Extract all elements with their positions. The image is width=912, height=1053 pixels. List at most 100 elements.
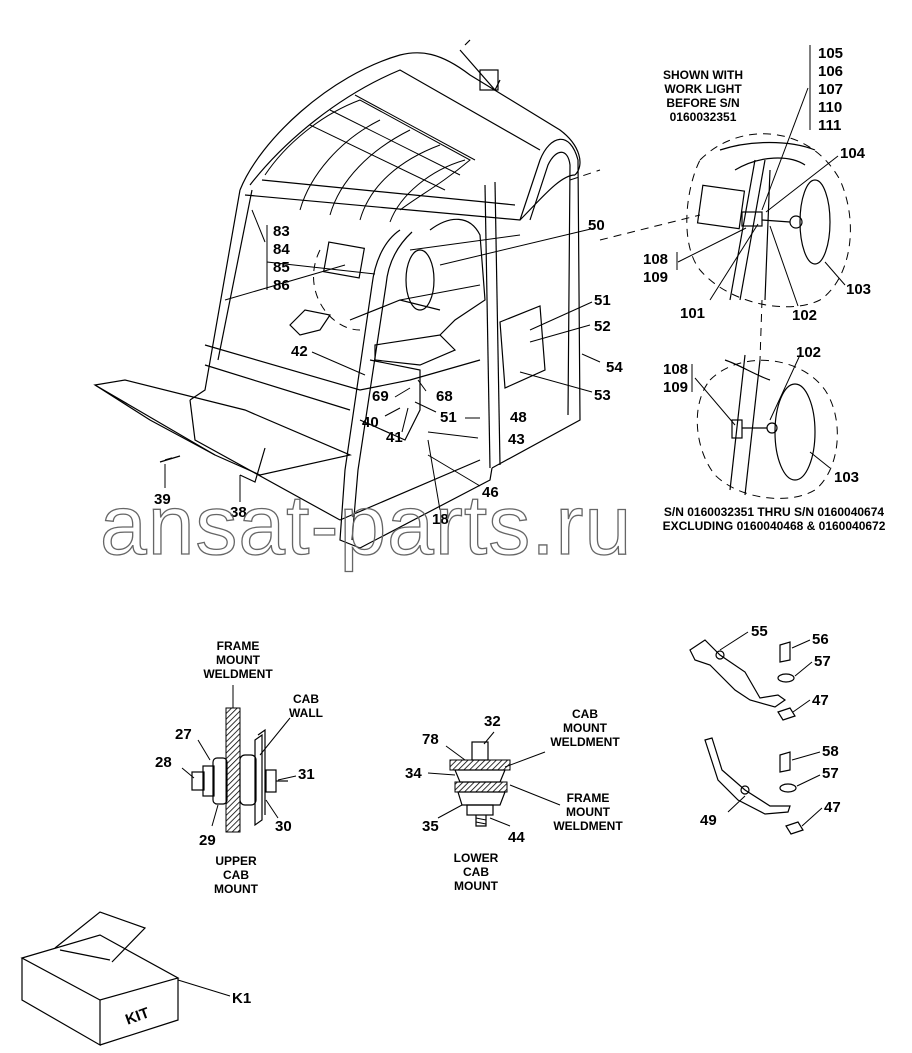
callout-32: 32 (484, 713, 501, 730)
callout-28: 28 (155, 754, 172, 771)
note-line: S/N 0160032351 THRU S/N 0160040674 (664, 505, 884, 519)
callout-86: 86 (273, 277, 290, 294)
strap-49-drawing (704, 737, 804, 835)
callout-58: 58 (822, 743, 839, 760)
cab-wall-note: CAB WALL (289, 692, 323, 720)
note-line: MOUNT (566, 805, 611, 819)
callout-K1: K1 (232, 990, 251, 1007)
callout-55: 55 (751, 623, 768, 640)
callout-56: 56 (812, 631, 829, 648)
callout-109: 109 (663, 379, 688, 396)
callout-44: 44 (508, 829, 525, 846)
callout-52: 52 (594, 318, 611, 335)
callout-104: 104 (840, 145, 866, 162)
callout-68: 68 (436, 388, 453, 405)
cab-assembly-drawing (189, 39, 701, 549)
callout-48: 48 (510, 409, 527, 426)
callout-49: 49 (700, 812, 717, 829)
callout-54: 54 (606, 359, 623, 376)
callout-18: 18 (432, 511, 449, 528)
callout-29: 29 (199, 832, 216, 849)
callout-107: 107 (818, 81, 843, 98)
upper-cab-mount-drawing (191, 707, 288, 833)
note-line: CAB (572, 707, 598, 721)
note-line: CAB (223, 868, 249, 882)
callout-38: 38 (230, 504, 247, 521)
callout-47: 47 (824, 799, 841, 816)
note-line: MOUNT (214, 882, 259, 896)
lower-mount-note: LOWER CAB MOUNT (454, 851, 499, 893)
note-line: WELDMENT (553, 819, 623, 833)
callout-35: 35 (422, 818, 439, 835)
callout-108: 108 (663, 361, 688, 378)
callout-101: 101 (680, 305, 705, 322)
callout-30: 30 (275, 818, 292, 835)
upper-mount-note: UPPER CAB MOUNT (214, 854, 259, 896)
callout-69: 69 (372, 388, 389, 405)
callout-27: 27 (175, 726, 192, 743)
lower-cab-mount-drawing (449, 741, 511, 827)
callout-42: 42 (291, 343, 308, 360)
callout-84: 84 (273, 241, 290, 258)
callout-105: 105 (818, 45, 843, 62)
note-line: BEFORE S/N (666, 96, 739, 110)
work-light-note: SHOWN WITH WORK LIGHT BEFORE S/N 0160032… (663, 68, 743, 124)
callout-103: 103 (834, 469, 859, 486)
callout-108: 108 (643, 251, 668, 268)
note-line: WORK LIGHT (664, 82, 742, 96)
callout-85: 85 (273, 259, 290, 276)
note-line: WALL (289, 706, 323, 720)
note-line: MOUNT (216, 653, 261, 667)
step-plate-drawing (93, 379, 352, 483)
leader-lines (164, 45, 846, 997)
frame-mount-lower-note: FRAME MOUNT WELDMENT (553, 791, 623, 833)
callout-103: 103 (846, 281, 871, 298)
note-line: CAB (463, 865, 489, 879)
callout-labels: 105 106 107 110 111 104 50 83 84 85 86 1… (154, 45, 871, 1007)
callout-110: 110 (818, 99, 842, 116)
note-line: FRAME (217, 639, 260, 653)
callout-111: 111 (818, 117, 841, 134)
note-line: SHOWN WITH (663, 68, 743, 82)
note-line: LOWER (454, 851, 499, 865)
callout-109: 109 (643, 269, 668, 286)
serial-range-note: S/N 0160032351 THRU S/N 0160040674 EXCLU… (663, 505, 886, 533)
note-line: MOUNT (563, 721, 608, 735)
callout-41: 41 (386, 429, 403, 446)
note-line: CAB (293, 692, 319, 706)
note-line: WELDMENT (550, 735, 620, 749)
callout-40: 40 (362, 414, 379, 431)
callout-102: 102 (792, 307, 817, 324)
callout-83: 83 (273, 223, 290, 240)
callout-51: 51 (440, 409, 457, 426)
callout-53: 53 (594, 387, 611, 404)
watermark: ansat-parts.ru (100, 478, 632, 572)
cab-mount-weldment-note: CAB MOUNT WELDMENT (550, 707, 620, 749)
kit-box-label: KIT (123, 1004, 152, 1028)
callout-47: 47 (812, 692, 829, 709)
callout-106: 106 (818, 63, 843, 80)
callout-57: 57 (814, 653, 831, 670)
callout-78: 78 (422, 731, 439, 748)
note-line: MOUNT (454, 879, 499, 893)
callout-39: 39 (154, 491, 171, 508)
note-line: UPPER (215, 854, 257, 868)
note-line: FRAME (567, 791, 610, 805)
callout-31: 31 (298, 766, 315, 783)
work-light-detail (686, 133, 851, 361)
callout-51: 51 (594, 292, 611, 309)
kit-box-drawing: KIT (20, 911, 180, 1047)
callout-34: 34 (405, 765, 422, 782)
strap-55-drawing (689, 639, 796, 721)
callout-46: 46 (482, 484, 499, 501)
note-line: WELDMENT (203, 667, 273, 681)
callout-50: 50 (588, 217, 605, 234)
callout-57: 57 (822, 765, 839, 782)
note-line: EXCLUDING 0160040468 & 0160040672 (663, 519, 886, 533)
mirror-detail (696, 354, 838, 499)
frame-mount-upper-note: FRAME MOUNT WELDMENT (203, 639, 273, 681)
callout-102: 102 (796, 344, 821, 361)
callout-43: 43 (508, 431, 525, 448)
note-line: 0160032351 (670, 110, 737, 124)
